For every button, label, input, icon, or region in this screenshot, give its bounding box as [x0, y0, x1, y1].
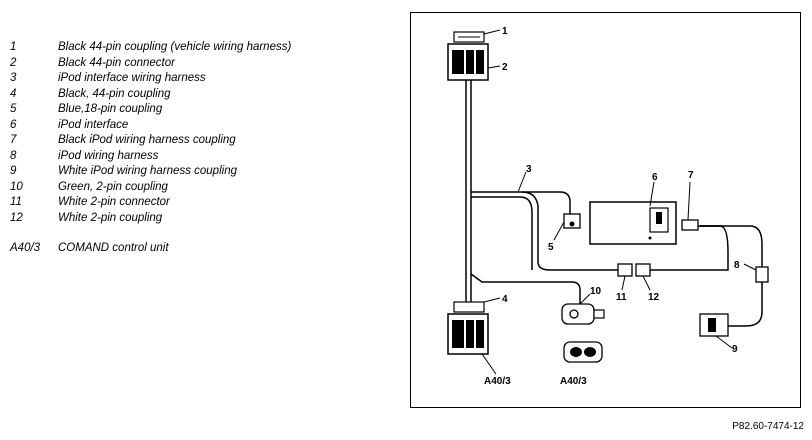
legend-description: Black, 44-pin coupling [58, 87, 171, 100]
coupling-12 [635, 263, 651, 277]
figure-reference-code: P82.60-7474-12 [732, 421, 804, 432]
callout-10: 10 [590, 286, 602, 297]
leader-lines [481, 29, 757, 375]
a40-3-socket [563, 341, 603, 363]
legend-description: COMAND control unit [58, 242, 169, 254]
coupling-10 [561, 303, 605, 325]
callout-12: 12 [648, 292, 660, 303]
cable-to-9 [728, 282, 763, 327]
legend-number: 8 [10, 149, 17, 162]
legend-item-7: 7 Black iPod wiring harness coupling [8, 133, 398, 149]
callout-5: 5 [548, 242, 554, 253]
legend-number: 4 [10, 87, 17, 100]
legend-item-a40-3: A40/3 COMAND control unit [8, 241, 398, 257]
legend-description: iPod interface wiring harness [58, 72, 206, 84]
callout-4: 4 [502, 294, 508, 305]
legend-number: 3 [10, 72, 17, 84]
connector-7 [681, 219, 699, 231]
legend-item-10: 10 Green, 2-pin coupling [8, 180, 398, 196]
diagram-frame [410, 12, 801, 408]
harness-cables [465, 80, 763, 327]
legend-item-9: 9 White iPod wiring harness coupling [8, 164, 398, 180]
legend-number: 7 [10, 134, 17, 146]
ipod-interface-6 [589, 201, 677, 245]
coupling-5 [563, 213, 581, 229]
legend-description: Blue,18-pin coupling [58, 103, 163, 115]
callout-1: 1 [502, 26, 508, 37]
legend-item-3: 3 iPod interface wiring harness [8, 71, 398, 87]
callout-a40-3-socket: A40/3 [560, 376, 587, 387]
legend-number: 5 [10, 103, 17, 115]
legend-number: 12 [10, 211, 23, 224]
callout-6: 6 [652, 172, 658, 183]
legend-item-2: 2 Black 44-pin connector [8, 56, 398, 72]
legend-item-12: 12 White 2-pin coupling [8, 211, 398, 227]
legend: 1 Black 44-pin coupling (vehicle wiring … [8, 40, 398, 257]
callout-11: 11 [616, 292, 627, 303]
coupling-9 [699, 313, 729, 337]
branch-cable-upper [471, 191, 618, 271]
legend-number: 1 [10, 41, 17, 53]
callout-9: 9 [732, 344, 738, 355]
cable-to-10 [470, 273, 581, 304]
legend-item-4: 4 Black, 44-pin coupling [8, 87, 398, 103]
branch-cable-lower [471, 196, 533, 270]
callout-7: 7 [688, 170, 694, 181]
legend-number: 2 [10, 56, 17, 69]
legend-description: iPod interface [58, 118, 129, 131]
callout-3: 3 [526, 164, 532, 175]
legend-item-11: 11 White 2-pin connector [8, 195, 398, 211]
callout-2: 2 [502, 62, 508, 73]
legend-number: 10 [10, 180, 23, 193]
legend-item-8: 8 iPod wiring harness [8, 149, 398, 165]
callout-8: 8 [734, 260, 740, 271]
connector-11 [617, 263, 633, 277]
legend-description: Green, 2-pin coupling [58, 180, 168, 193]
cable-8 [700, 225, 763, 267]
legend-item-6: 6 iPod interface [8, 118, 398, 134]
legend-item-5: 5 Blue,18-pin coupling [8, 102, 398, 118]
legend-number: 9 [10, 165, 17, 177]
legend-description: White 2-pin connector [58, 196, 170, 208]
coupling-1 [453, 31, 485, 43]
callout-a40-3-connector: A40/3 [484, 376, 511, 387]
connector-2 [447, 43, 489, 81]
legend-description: White iPod wiring harness coupling [58, 165, 237, 177]
legend-number: 11 [10, 196, 22, 208]
legend-description: White 2-pin coupling [58, 211, 163, 224]
legend-description: iPod wiring harness [58, 149, 159, 162]
legend-number: 6 [10, 118, 17, 131]
legend-description: Black 44-pin coupling (vehicle wiring ha… [58, 41, 292, 53]
coupling-8 [755, 266, 769, 283]
wiring-diagram: 1 2 3 4 5 6 7 8 9 10 11 12 A40/3 A40/3 [447, 26, 769, 387]
cable-to-5 [522, 191, 571, 214]
legend-number: A40/3 [10, 242, 41, 254]
legend-description: Black 44-pin connector [58, 56, 175, 69]
legend-description: Black iPod wiring harness coupling [58, 134, 236, 146]
legend-item-1: 1 Black 44-pin coupling (vehicle wiring … [8, 40, 398, 56]
coupling-4 [447, 301, 489, 355]
